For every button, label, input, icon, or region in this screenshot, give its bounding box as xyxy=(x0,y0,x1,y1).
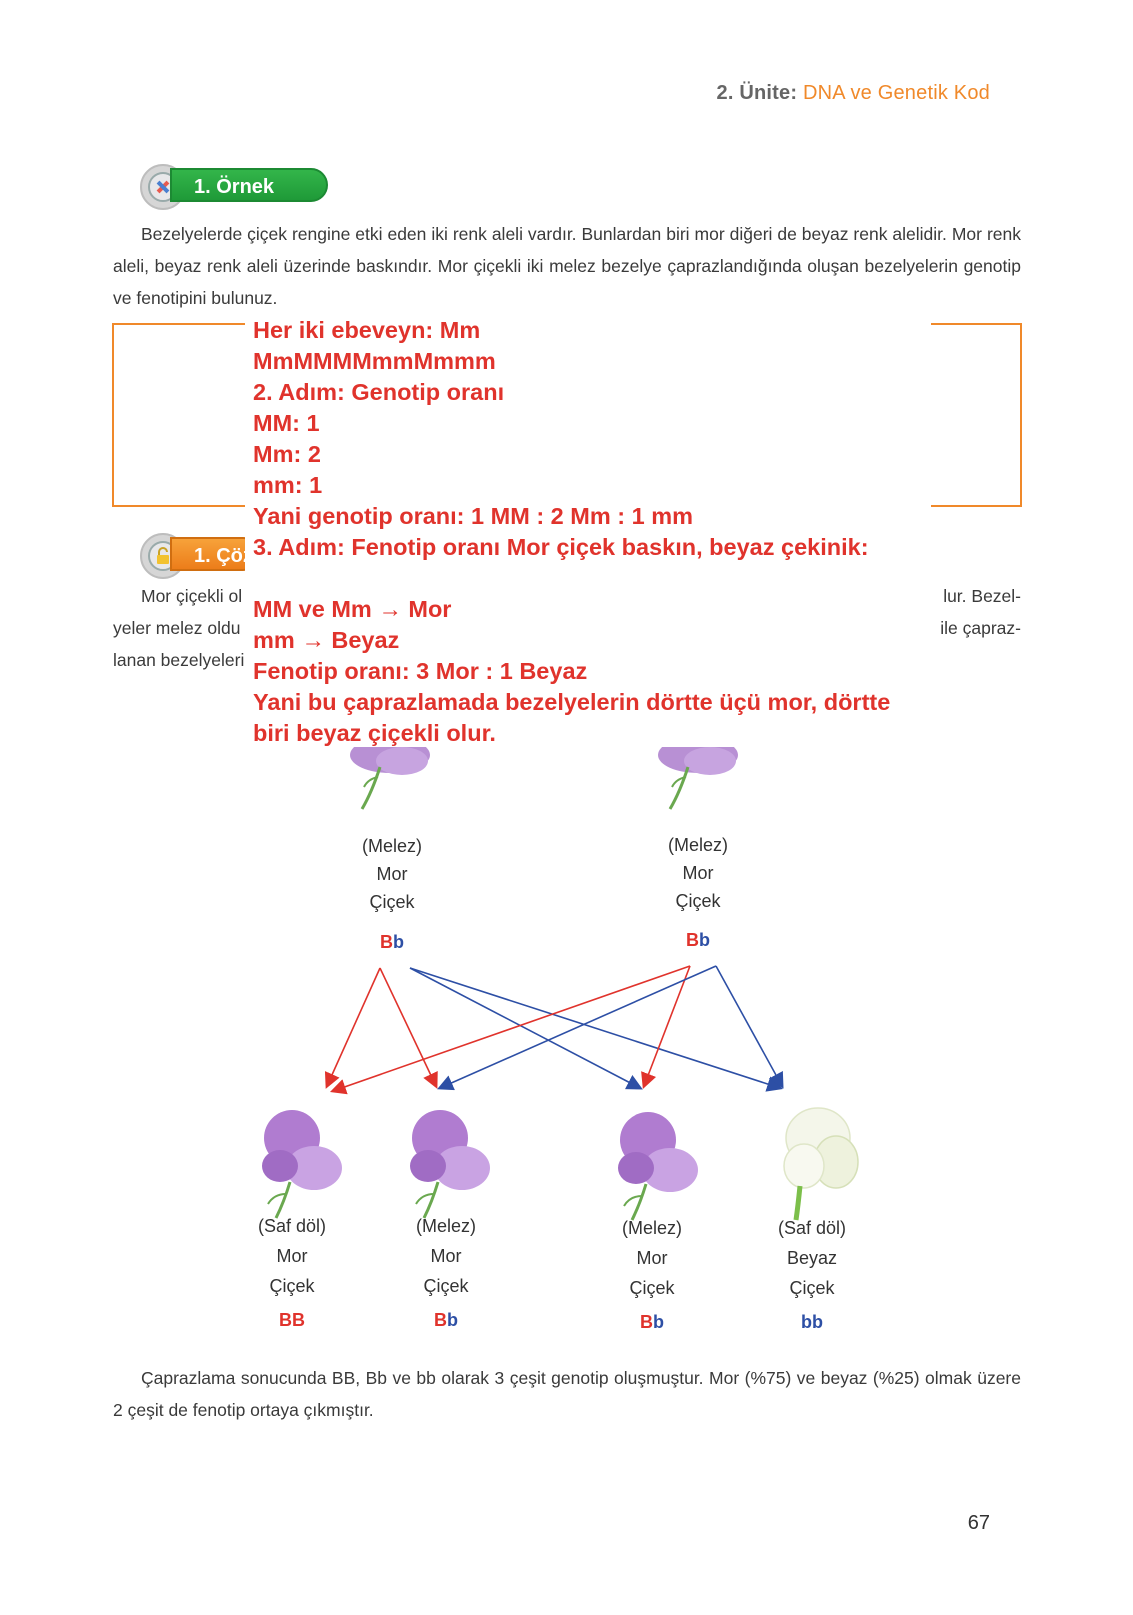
offspring-2-genotype: Bb xyxy=(434,1310,458,1330)
overlay-line: Yani genotip oranı: 1 MM : 2 Mm : 1 mm xyxy=(253,503,694,529)
overlay-line: Yani bu çaprazlamada bezelyelerin dörtte… xyxy=(253,689,891,746)
solution-line-2-left: yeler melez oldu xyxy=(113,618,241,638)
offspring-1-genotype: BB xyxy=(279,1310,305,1330)
arrow-p1B-to-o2 xyxy=(379,967,438,1089)
offspring-flower-4-image xyxy=(783,1107,859,1221)
solution-line-1-right: lur. Bezel- xyxy=(943,586,1021,606)
arrow-p1B-to-o1 xyxy=(324,967,381,1089)
arrow-p2B-to-o1 xyxy=(329,965,691,1095)
parent-2-genotype: Bb xyxy=(686,930,710,950)
overlay-line: MM: 1 xyxy=(253,410,320,436)
overlay-line: Her iki ebeveyn: Mm xyxy=(253,317,481,343)
conclusion-text: Çaprazlama sonucunda BB, Bb ve bb olarak… xyxy=(113,1368,1021,1420)
unit-topic: DNA ve Genetik Kod xyxy=(802,82,990,104)
arrow-p2b-to-o4 xyxy=(715,965,784,1089)
overlay-line: mm → Beyaz xyxy=(253,627,400,653)
solution-badge: 1. Çöz xyxy=(140,533,260,579)
overlay-line: MM ve Mm → Mor xyxy=(253,596,452,622)
solution-line-2-right: ile çapraz- xyxy=(940,618,1021,638)
offspring-4-genotype: bb xyxy=(801,1312,823,1332)
overlay-line: Fenotip oranı: 3 Mor : 1 Beyaz xyxy=(253,658,588,684)
page-number: 67 xyxy=(967,1512,990,1534)
arrow-p1b-to-o3 xyxy=(409,967,643,1090)
arrow-p1b-to-o4 xyxy=(409,967,784,1092)
overlay-line: mm: 1 xyxy=(253,472,323,498)
parent-flower-1-image xyxy=(350,747,430,810)
arrow-p2B-to-o3 xyxy=(641,965,691,1089)
page-header: 2. Ünite: DNA ve Genetik Kod xyxy=(717,82,991,105)
unit-label: 2. Ünite: xyxy=(716,82,798,104)
example-badge: 1. Örnek xyxy=(140,164,335,210)
parent-flower-2-image xyxy=(658,747,738,810)
overlay-line: Mm: 2 xyxy=(253,441,321,467)
overlay-line: 2. Adım: Genotip oranı xyxy=(253,379,505,405)
parent-1-genotype: Bb xyxy=(380,932,404,952)
offspring-flower-2-image xyxy=(410,1110,490,1219)
arrow-p2b-to-o2 xyxy=(437,965,717,1091)
answer-overlay: Her iki ebeveyn: Mm MmMMMMmmMmmm 2. Adım… xyxy=(245,315,931,747)
example-text: Bezelyelerde çiçek rengine etki eden iki… xyxy=(113,224,1021,308)
offspring-flower-3-image xyxy=(618,1112,698,1221)
solution-line-3-left: lanan bezelyeleri xyxy=(113,650,245,670)
offspring-3-genotype: Bb xyxy=(640,1312,664,1332)
offspring-flower-1-image xyxy=(262,1110,342,1219)
overlay-line: MmMMMMmmMmmm xyxy=(253,348,496,374)
overlay-line: 3. Adım: Fenotip oranı Mor çiçek baskın,… xyxy=(253,534,869,560)
solution-line-1-left: Mor çiçekli ol xyxy=(141,586,243,606)
example-badge-label: 1. Örnek xyxy=(170,168,328,202)
